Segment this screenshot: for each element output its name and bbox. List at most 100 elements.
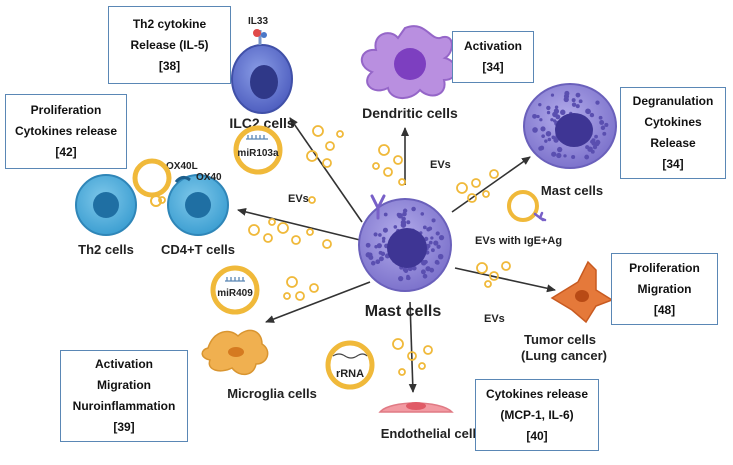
ev-vesicle xyxy=(277,222,289,234)
th2-cell xyxy=(75,174,137,236)
granule xyxy=(430,236,434,240)
ev-vesicle xyxy=(383,167,393,177)
ev-vesicle xyxy=(325,141,335,151)
granule xyxy=(552,119,557,123)
granule xyxy=(536,114,540,119)
ev-vesicle xyxy=(309,283,319,293)
ev-vesicle xyxy=(392,338,404,350)
granule xyxy=(532,127,538,133)
granule xyxy=(599,120,605,125)
ev-vesicle xyxy=(501,261,511,271)
ev-vesicle xyxy=(489,271,499,281)
granule xyxy=(557,146,563,153)
granule xyxy=(431,218,436,223)
box-endothelial-line: (MCP-1, IL-6) xyxy=(500,407,574,422)
granule xyxy=(412,265,417,271)
granule xyxy=(589,112,595,118)
granule xyxy=(571,102,577,107)
ev-vesicle xyxy=(398,178,406,186)
ev-vesicle xyxy=(312,125,324,137)
endothelial-cell-label: Endothelial cells xyxy=(381,426,484,441)
granule xyxy=(435,231,440,236)
granule xyxy=(365,242,371,248)
ev-vesicle xyxy=(482,190,490,198)
mast-cell-center xyxy=(358,194,452,292)
granule xyxy=(381,239,386,243)
microglia-cell-label: Microglia cells xyxy=(227,386,317,401)
granule xyxy=(540,126,546,132)
granule xyxy=(373,232,378,237)
box-mast-line: [34] xyxy=(662,157,684,171)
ev-vesicle xyxy=(489,169,499,179)
granule xyxy=(594,134,598,139)
granule xyxy=(563,154,567,158)
ev-vesicle xyxy=(268,218,276,226)
ev-vesicle xyxy=(286,276,298,288)
box-dendritic-line: [34] xyxy=(482,60,504,74)
granule xyxy=(541,134,545,138)
granule xyxy=(380,251,386,257)
granule xyxy=(406,276,411,281)
ev-vesicle xyxy=(378,144,390,156)
granule xyxy=(422,225,427,230)
evs-label-left: EVs xyxy=(288,193,309,205)
arrow-to-endothelial xyxy=(408,301,417,393)
granule xyxy=(571,98,576,103)
dendritic-cell xyxy=(361,25,458,99)
ev-vesicle xyxy=(322,239,332,249)
granule xyxy=(407,267,411,271)
granule xyxy=(590,149,595,154)
box-th2-line: Proliferation xyxy=(30,103,102,117)
ev-vesicle xyxy=(295,291,305,301)
box-endothelial-line: Cytokines release xyxy=(485,386,589,401)
box-microglia-line: Nuroinflammation xyxy=(72,399,176,413)
granule xyxy=(422,273,428,279)
box-mast-line: Cytokines xyxy=(644,115,702,129)
granule xyxy=(402,267,408,272)
ev-vesicles xyxy=(158,125,511,376)
granule xyxy=(539,118,543,122)
granule xyxy=(425,243,431,249)
ev-vesicle xyxy=(263,233,273,243)
granule xyxy=(435,260,440,265)
box-mast: Degranulation Cytokines Release [34] xyxy=(620,87,726,179)
box-tumor-line: [48] xyxy=(653,302,676,317)
granule xyxy=(378,233,382,237)
box-tumor-line: Proliferation xyxy=(629,260,700,275)
granule xyxy=(585,145,590,150)
granule xyxy=(383,212,388,217)
box-mast-line: Release xyxy=(650,136,696,150)
endothelial-cell xyxy=(378,402,454,413)
granule xyxy=(578,99,583,104)
granule xyxy=(398,275,404,282)
granule xyxy=(591,138,596,143)
ev-vesicle xyxy=(336,130,344,138)
granule xyxy=(545,131,552,137)
ev-vesicle xyxy=(306,228,314,236)
box-endothelial: Cytokines release (MCP-1, IL-6) [40] xyxy=(475,379,599,451)
granule xyxy=(381,236,386,241)
granule xyxy=(554,105,559,109)
box-dendritic-line: Activation xyxy=(463,39,522,53)
granule xyxy=(411,206,416,212)
ige-vesicle xyxy=(507,190,547,222)
mast-cell-right xyxy=(523,83,617,169)
box-microglia-line: [39] xyxy=(113,420,135,434)
ev-vesicle xyxy=(471,178,481,188)
granule xyxy=(406,220,411,225)
ev-vesicle xyxy=(456,182,468,194)
granule xyxy=(550,118,554,122)
box-microglia: Activation Migration Nuroinflammation [3… xyxy=(60,350,188,442)
mir409-vesicle xyxy=(210,265,260,315)
ox40l-label: OX40L xyxy=(166,161,198,172)
granule xyxy=(420,269,426,275)
evs-label-right: EVs xyxy=(484,313,505,325)
mir103a-label: miR103a xyxy=(237,148,279,159)
granule xyxy=(604,122,609,128)
granule xyxy=(585,108,591,114)
box-microglia-line: Activation xyxy=(94,357,153,371)
mast-cell-center-label: Mast cells xyxy=(365,303,442,320)
ox40-label: OX40 xyxy=(196,172,222,183)
granule xyxy=(427,226,433,231)
